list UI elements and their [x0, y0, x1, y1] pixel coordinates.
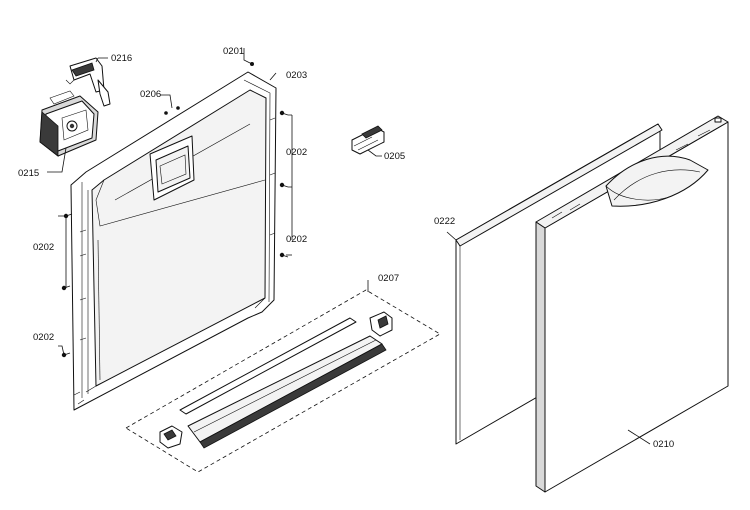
- hinge-clip-part: [351, 125, 385, 155]
- callout-0215: 0215: [18, 168, 39, 179]
- callout-0222: 0222: [434, 216, 455, 227]
- callout-0201: 0201: [223, 46, 244, 57]
- latch-part: [65, 57, 111, 107]
- outer-door: [535, 115, 729, 493]
- callout-0205: 0205: [384, 151, 405, 162]
- callout-0203: 0203: [286, 70, 307, 81]
- screw-8: [164, 111, 168, 115]
- callout-0207: 0207: [378, 273, 399, 284]
- leader-lines: [47, 48, 651, 445]
- screws: [61, 62, 289, 358]
- inner-door-liner: [70, 71, 277, 411]
- dispenser-part: [39, 90, 99, 157]
- callout-0202-right-lower: 0202: [286, 234, 307, 245]
- callout-0202-left-lower: 0202: [33, 332, 54, 343]
- callout-0202-right-upper: 0202: [286, 147, 307, 158]
- seal-kit-group: [125, 289, 441, 473]
- callout-0202-left-upper: 0202: [33, 242, 54, 253]
- callout-0206: 0206: [140, 89, 161, 100]
- screw-9: [176, 106, 180, 110]
- callout-0216: 0216: [111, 53, 132, 64]
- callout-0210: 0210: [653, 439, 674, 450]
